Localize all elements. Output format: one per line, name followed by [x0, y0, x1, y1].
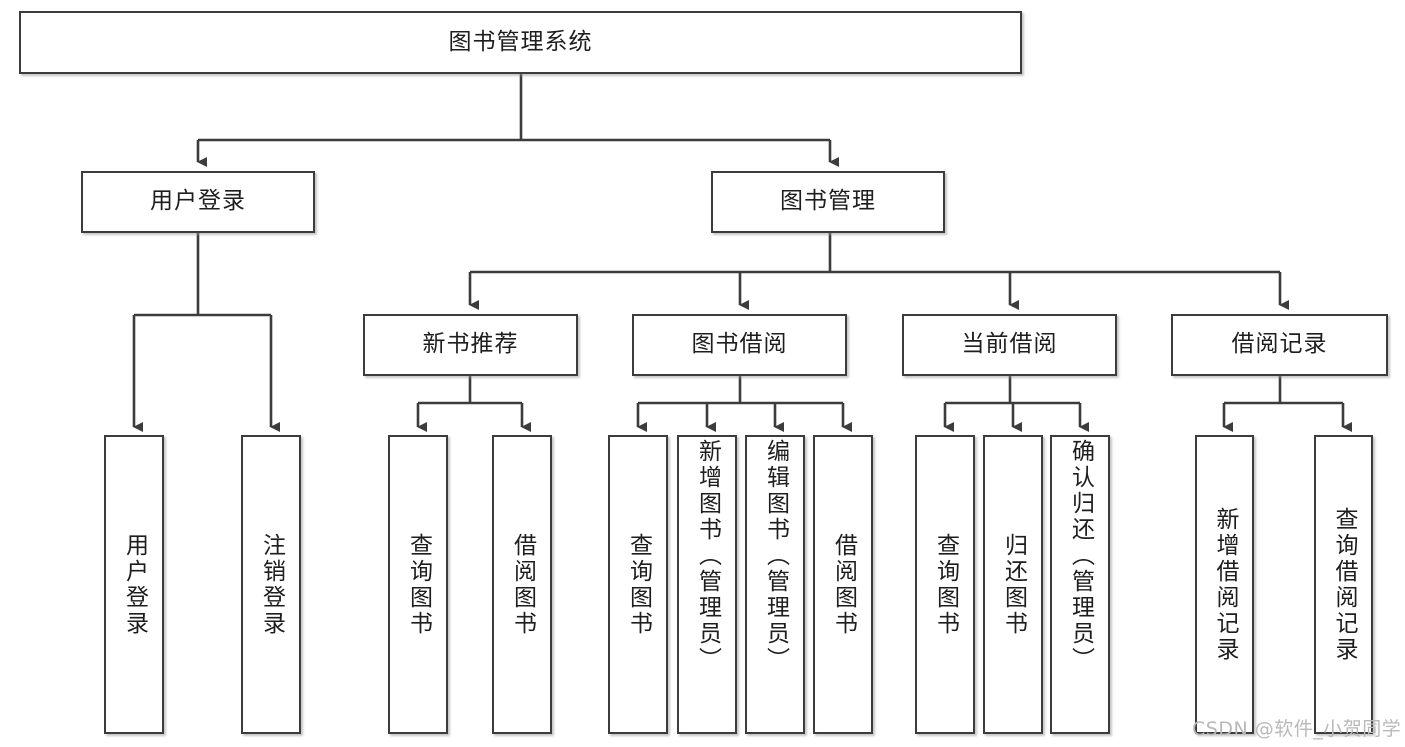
leaf-query-book-current[interactable]: 查询图书: [915, 435, 975, 734]
leaf-query-book-newbook[interactable]: 查询图书: [388, 435, 448, 734]
leaf-return-book[interactable]: 归还图书: [983, 435, 1043, 734]
node-book-borrowing[interactable]: 图书借阅: [632, 314, 847, 376]
node-label: 查询图书: [932, 532, 959, 637]
node-label: 确认归还（管理员）: [1067, 439, 1094, 673]
node-label: 借阅图书: [830, 532, 857, 637]
leaf-confirm-return-admin[interactable]: 确认归还（管理员）: [1050, 435, 1110, 734]
node-label: 编辑图书（管理员）: [762, 439, 789, 673]
node-label: 查询图书: [405, 532, 432, 637]
leaf-add-book-admin[interactable]: 新增图书（管理员）: [677, 435, 737, 734]
node-label: 图书管理: [780, 188, 876, 215]
leaf-logout-login[interactable]: 注销登录: [241, 435, 301, 734]
node-label: 用户登录: [150, 188, 246, 215]
node-label: 注销登录: [258, 532, 285, 637]
node-label: 用户登录: [121, 532, 148, 637]
node-borrowing-record[interactable]: 借阅记录: [1171, 314, 1388, 376]
leaf-edit-book-admin[interactable]: 编辑图书（管理员）: [745, 435, 805, 734]
node-label: 新书推荐: [422, 331, 519, 358]
node-label: 查询图书: [625, 532, 652, 637]
node-label: 归还图书: [1000, 532, 1027, 637]
leaf-borrow-book[interactable]: 借阅图书: [813, 435, 873, 734]
node-label: 借阅记录: [1231, 331, 1328, 358]
node-book-management[interactable]: 图书管理: [711, 171, 945, 233]
node-root-book-management-system[interactable]: 图书管理系统: [19, 11, 1022, 74]
leaf-query-borrow-record[interactable]: 查询借阅记录: [1314, 435, 1373, 734]
leaf-add-borrow-record[interactable]: 新增借阅记录: [1195, 435, 1254, 734]
node-label: 当前借阅: [961, 331, 1058, 358]
node-label: 新增借阅记录: [1212, 506, 1238, 663]
leaf-query-book-borrow[interactable]: 查询图书: [608, 435, 668, 734]
node-new-book-recommendation[interactable]: 新书推荐: [363, 314, 578, 376]
leaf-borrow-book-newbook[interactable]: 借阅图书: [492, 435, 552, 734]
leaf-user-login[interactable]: 用户登录: [104, 435, 164, 734]
node-label: 查询借阅记录: [1331, 506, 1357, 663]
node-user-login[interactable]: 用户登录: [81, 171, 315, 233]
node-label: 新增图书（管理员）: [694, 439, 721, 673]
node-label: 图书管理系统: [448, 28, 593, 55]
watermark: CSDN @软件_小贺同学: [1192, 718, 1402, 740]
node-label: 借阅图书: [509, 532, 536, 637]
node-label: 图书借阅: [691, 331, 788, 358]
node-current-borrowing[interactable]: 当前借阅: [902, 314, 1117, 376]
